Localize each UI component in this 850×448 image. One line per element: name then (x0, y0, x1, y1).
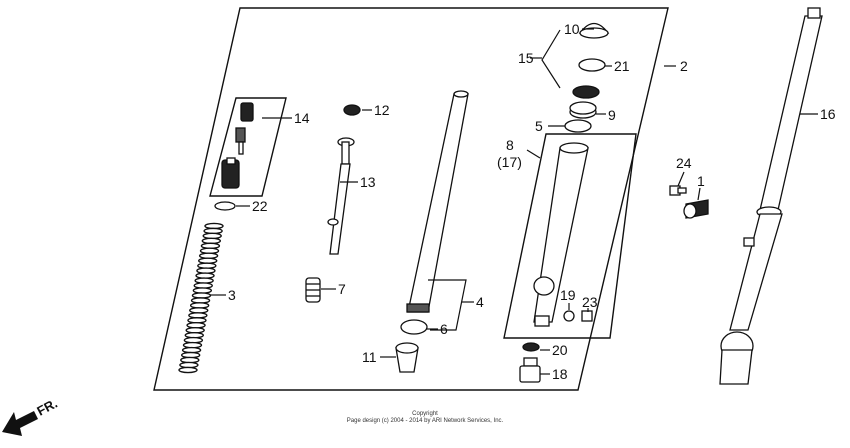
callout-14[interactable]: 14 (294, 110, 310, 126)
group-box-8 (503, 133, 637, 339)
callout-labels: 14 12 13 22 3 7 4 6 11 10 15 21 2 9 5 8 … (228, 21, 836, 382)
part-3-fork-spring[interactable] (178, 222, 224, 374)
callout-13[interactable]: 13 (360, 174, 376, 190)
part-8-fork-slider[interactable] (533, 142, 589, 327)
part-1-clamp[interactable] (683, 199, 709, 219)
assembly-frame (153, 7, 669, 391)
callout-24[interactable]: 24 (676, 155, 692, 171)
part-22-washer[interactable] (214, 201, 236, 211)
callout-4[interactable]: 4 (476, 294, 484, 310)
part-11-oil-lock-piece[interactable] (395, 342, 419, 373)
callout-18[interactable]: 18 (552, 366, 568, 382)
part-14-cap-valve[interactable] (221, 102, 254, 189)
part-15-seal-group[interactable] (572, 85, 600, 99)
leader-lines (210, 28, 818, 375)
callout-7[interactable]: 7 (338, 281, 346, 297)
callout-1[interactable]: 1 (697, 173, 705, 189)
part-24-bolt[interactable] (669, 185, 687, 196)
part-16-front-fork-assembly[interactable] (719, 7, 823, 385)
callout-23[interactable]: 23 (582, 294, 598, 310)
part-12-nut[interactable] (343, 104, 361, 116)
callout-8[interactable]: 8 (506, 137, 514, 153)
part-18-socket-bolt[interactable] (519, 357, 541, 383)
callout-6[interactable]: 6 (440, 321, 448, 337)
group-box-14 (209, 97, 287, 197)
callout-11[interactable]: 11 (362, 349, 377, 365)
callout-10[interactable]: 10 (564, 21, 580, 37)
spring-coil (178, 366, 198, 374)
copyright-line-1: Copyright (412, 411, 438, 417)
callout-3[interactable]: 3 (228, 287, 236, 303)
part-10-dust-seal[interactable] (578, 22, 610, 39)
callout-22[interactable]: 22 (252, 198, 268, 214)
callout-9[interactable]: 9 (608, 107, 616, 123)
callout-17[interactable]: (17) (497, 154, 522, 170)
callout-12[interactable]: 12 (374, 102, 390, 118)
callout-21[interactable]: 21 (614, 58, 630, 74)
callout-20[interactable]: 20 (552, 342, 568, 358)
part-20-sealing-washer[interactable] (522, 342, 540, 352)
copyright-notice: Copyright Page design (c) 2004 - 2014 by… (0, 411, 850, 425)
part-6-slide-bushing[interactable] (400, 319, 428, 335)
part-13-damper-rod[interactable] (327, 137, 355, 255)
part-4-fork-pipe[interactable] (406, 90, 469, 313)
callout-19[interactable]: 19 (560, 287, 576, 303)
callout-16[interactable]: 16 (820, 106, 836, 122)
part-9-oil-seal[interactable] (569, 101, 597, 119)
part-5-back-up-ring[interactable] (564, 119, 592, 133)
part-19-washer[interactable] (563, 310, 575, 322)
copyright-line-2: Page design (c) 2004 - 2014 by ARI Netwo… (346, 418, 504, 424)
callout-5[interactable]: 5 (535, 118, 543, 134)
part-7-rebound-spring[interactable] (305, 277, 321, 303)
callout-2[interactable]: 2 (680, 58, 688, 74)
part-23-bolt[interactable] (581, 310, 593, 322)
callout-15[interactable]: 15 (518, 50, 534, 66)
part-21-set-ring[interactable] (578, 58, 606, 72)
